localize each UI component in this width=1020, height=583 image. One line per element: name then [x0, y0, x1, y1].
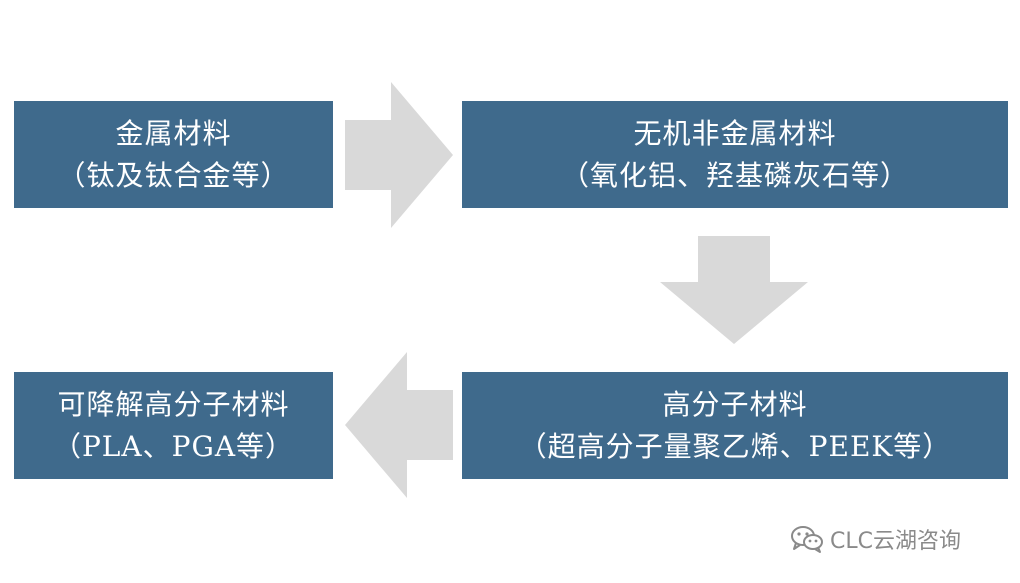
right-arrow-icon	[345, 82, 453, 228]
wechat-icon	[791, 526, 823, 553]
left-arrow-icon	[345, 352, 453, 498]
polymer-materials-box: 高分子材料 （超高分子量聚乙烯、PEEK等）	[462, 372, 1008, 479]
degradable-polymer-examples: （PLA、PGA等）	[52, 429, 295, 463]
polymer-materials-title: 高分子材料	[662, 387, 808, 421]
metal-materials-title: 金属材料	[115, 116, 232, 150]
down-arrow-icon	[660, 236, 808, 344]
degradable-polymer-title: 可降解高分子材料	[57, 387, 290, 421]
inorganic-materials-box: 无机非金属材料 （氧化铝、羟基磷灰石等）	[462, 101, 1008, 208]
watermark-text: CLC云湖咨询	[830, 529, 961, 554]
inorganic-materials-examples: （氧化铝、羟基磷灰石等）	[560, 158, 909, 192]
metal-materials-examples: （钛及钛合金等）	[57, 158, 290, 192]
inorganic-materials-title: 无机非金属材料	[633, 116, 837, 150]
degradable-polymer-box: 可降解高分子材料 （PLA、PGA等）	[14, 372, 333, 479]
polymer-materials-examples: （超高分子量聚乙烯、PEEK等）	[518, 429, 952, 463]
watermark: CLC云湖咨询	[790, 522, 961, 556]
metal-materials-box: 金属材料 （钛及钛合金等）	[14, 101, 333, 208]
